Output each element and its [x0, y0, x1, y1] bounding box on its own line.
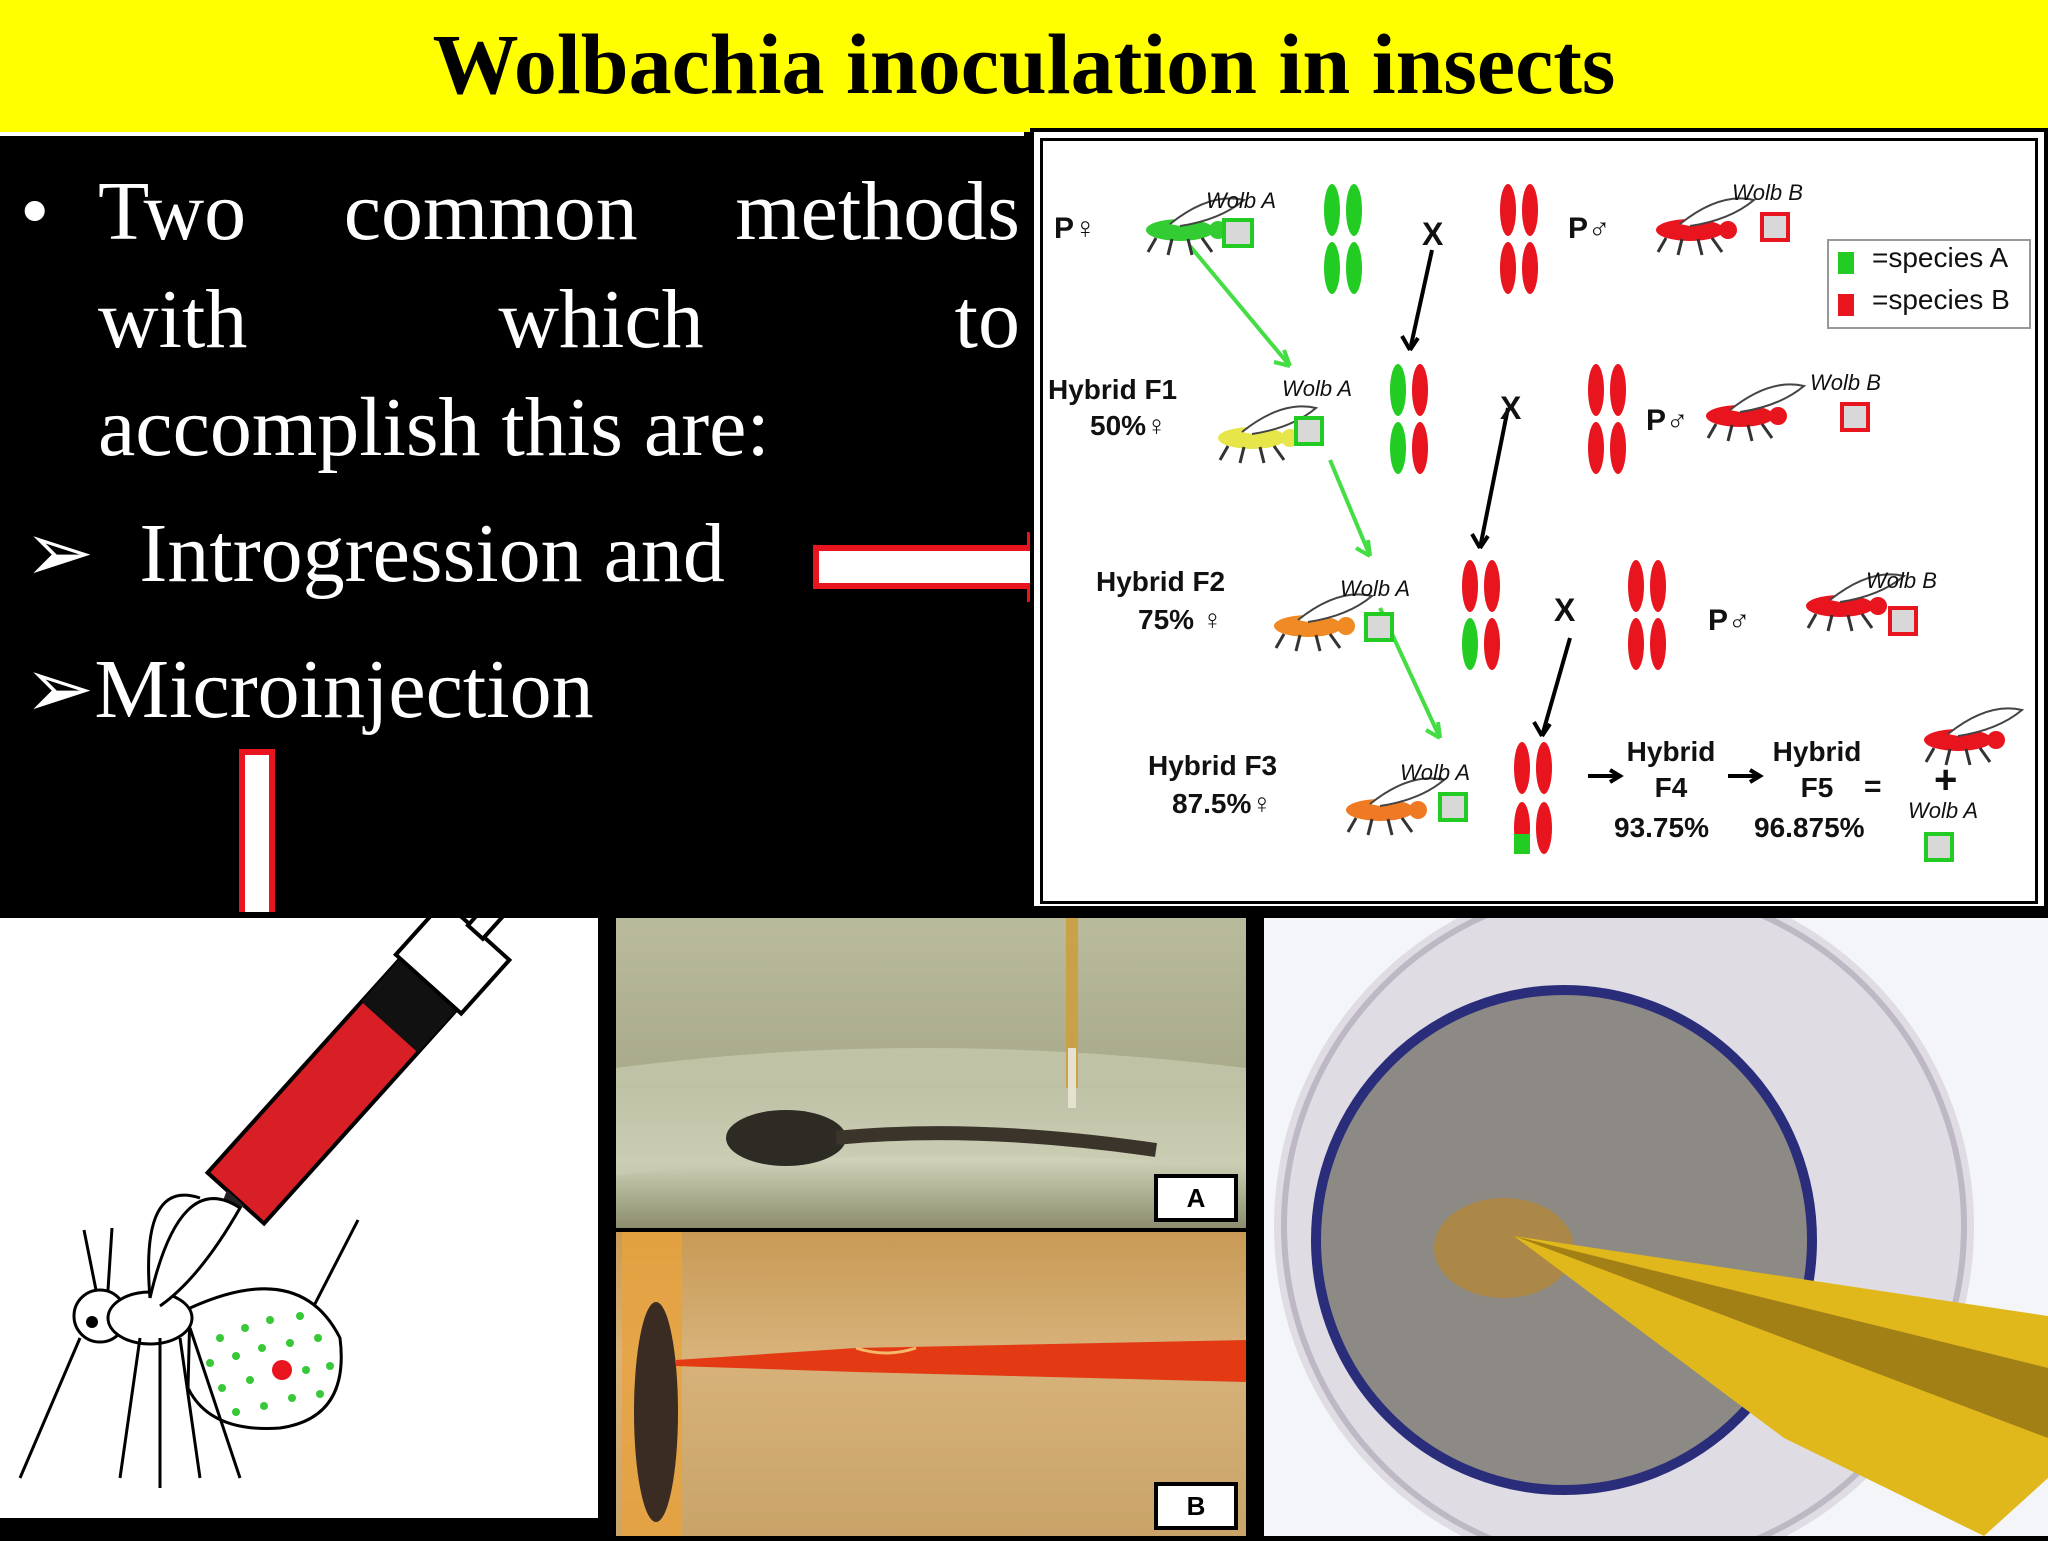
wolb-a-label: Wolb A [1282, 376, 1353, 401]
word: which [498, 273, 704, 366]
bullet-text: Introgression and [139, 507, 725, 600]
bullet-text: Microinjection [94, 643, 594, 736]
title-bar [0, 0, 2048, 132]
bullet-item-microinjection: ➢Microinjection [24, 636, 594, 744]
wolb-a-label: Wolb A [1340, 576, 1411, 601]
f3-label: Hybrid F3 [1148, 750, 1278, 781]
word: Two [98, 165, 247, 258]
bullet-item-methods: • Two common methods with which to accom… [20, 158, 1020, 488]
f5-percent: 96.875% [1754, 812, 1865, 843]
wolb-a-label: Wolb A [1908, 798, 1979, 823]
syringe-mosquito-icon [18, 858, 546, 1488]
word: to [954, 273, 1020, 366]
larva-microinjection-photo-b: B [616, 1232, 1246, 1536]
arrow-bullet-icon: ➢ [24, 643, 95, 736]
larva-icon [616, 918, 1246, 1176]
wolb-b-label: Wolb B [1866, 568, 1937, 593]
f4-generation: F4 [1654, 772, 1688, 803]
wolb-a-label: Wolb A [1400, 760, 1471, 785]
word: common [343, 165, 638, 258]
wolb-b-label: Wolb B [1732, 180, 1803, 205]
arrow-bullet-icon: ➢ [24, 507, 95, 600]
f1-percent: 50%♀ [1090, 410, 1168, 441]
cross-symbol: X [1422, 216, 1444, 252]
p-male-label: P♂ [1568, 212, 1611, 245]
p-male-label: P♂ [1646, 404, 1689, 437]
legend-species-b: =species B [1872, 284, 2010, 315]
p-female-label: P♀ [1054, 212, 1097, 245]
f2-label: Hybrid F2 [1096, 566, 1226, 597]
bullet-dot: • [20, 165, 50, 258]
bullet-line-3: accomplish this are: [98, 381, 770, 474]
f5-label: Hybrid [1772, 736, 1862, 767]
needle-icon [622, 1232, 1246, 1536]
f5-generation: F5 [1800, 772, 1834, 803]
embryo-icon [1274, 876, 2048, 1541]
word: methods [735, 165, 1020, 258]
f3-percent: 87.5%♀ [1172, 788, 1273, 819]
bullet-line-1: Two common methods [98, 158, 1020, 266]
photo-label-a: A [1154, 1174, 1238, 1222]
word: with [98, 273, 248, 366]
photo-label-b: B [1154, 1482, 1238, 1530]
legend-species-a: =species A [1872, 242, 2009, 273]
wolb-a-label: Wolb A [1206, 188, 1277, 213]
plus-symbol: + [1934, 758, 1958, 802]
cross-symbol: X [1500, 390, 1522, 426]
mosquito-injection-illustration [0, 858, 598, 1518]
text-panel [0, 132, 1024, 916]
embryo-microinjection-photo [1264, 876, 2048, 1541]
equals-symbol: = [1864, 770, 1882, 803]
introgression-diagram-art [1144, 184, 2031, 862]
p-male-label: P♂ [1708, 604, 1751, 637]
f4-label: Hybrid [1626, 736, 1716, 767]
wolb-b-label: Wolb B [1810, 370, 1881, 395]
f1-label: Hybrid F1 [1048, 374, 1178, 405]
cross-symbol: X [1554, 592, 1576, 628]
bullet-item-introgression: ➢ Introgression and [24, 500, 725, 608]
larva-microinjection-photo-a: A [616, 918, 1246, 1228]
f2-percent: 75% ♀ [1138, 604, 1223, 635]
f4-percent: 93.75% [1614, 812, 1709, 843]
slide-title: Wolbachia inoculation in insects [432, 16, 1616, 112]
bullet-line-2: with which to [98, 266, 1020, 374]
